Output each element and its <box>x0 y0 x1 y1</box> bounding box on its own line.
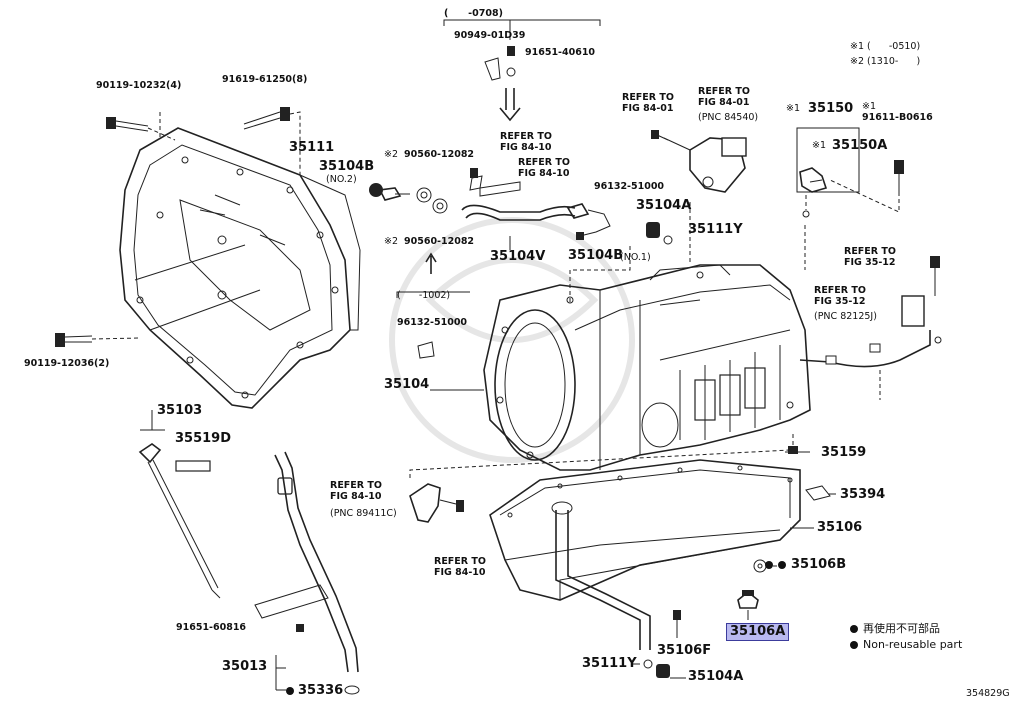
label-35104b-no1: 35104B <box>568 248 624 263</box>
non-reusable-dot <box>778 560 786 569</box>
refer-84-10-c: REFER TO FIG 84-10 <box>330 480 382 502</box>
label-35106: 35106 <box>817 520 863 535</box>
diagram-id: 354829G <box>966 688 1010 699</box>
leader-lines <box>409 200 881 679</box>
bolt-90119-12036 <box>55 333 141 347</box>
bracket-0708 <box>443 19 601 122</box>
no2: (NO.2) <box>326 174 357 185</box>
label-90560-12082-a: 90560-12082 <box>404 149 475 160</box>
mark-35150a: ※1 <box>812 140 827 151</box>
label-35519d: 35519D <box>175 431 232 446</box>
non-reusable-dot-35106b <box>765 561 773 569</box>
range-0708: ( -0708) <box>444 8 503 19</box>
label-35104b-no2: 35104B <box>319 159 375 174</box>
label-90949-01d39: 90949-01D39 <box>454 30 526 41</box>
drain-plug-35106a <box>737 590 759 620</box>
bolt-91619-61250 <box>159 107 301 175</box>
speed-sensor-35150 <box>796 127 904 218</box>
wire-harness-82125j <box>799 256 942 368</box>
fittings-90560 <box>369 183 448 274</box>
label-35104v: 35104V <box>490 249 546 264</box>
legend-row-jp: 再使用不可部品 <box>850 620 940 636</box>
pnc-84540: (PNC 84540) <box>698 112 759 123</box>
label-35106a-highlighted[interactable]: 35106A <box>726 623 790 641</box>
plug-35159 <box>788 434 798 454</box>
legend-jp: 再使用不可部品 <box>863 622 940 635</box>
label-35150a: 35150A <box>832 138 888 153</box>
gasket-35394 <box>805 485 831 501</box>
label-35104a-top: 35104A <box>636 198 692 213</box>
refer-84-10-b: REFER TO FIG 84-10 <box>518 157 570 179</box>
pnc-82125j: (PNC 82125J) <box>814 311 877 322</box>
label-35111y-bottom: 35111Y <box>582 656 637 671</box>
refer-35-12-a: REFER TO FIG 35-12 <box>844 246 896 268</box>
label-35104a-bottom: 35104A <box>688 669 744 684</box>
mark-90560-b: ※2 <box>384 236 399 247</box>
label-96132-51000-a: 96132-51000 <box>594 181 665 192</box>
non-reusable-dot-35336 <box>286 687 294 695</box>
label-91611-b0616: 91611-B0616 <box>862 112 933 123</box>
label-35013: 35013 <box>222 659 268 674</box>
label-35336: 35336 <box>298 683 344 698</box>
label-91619-61250: 91619-61250(8) <box>222 74 308 85</box>
mark-90560-a: ※2 <box>384 149 399 160</box>
label-35394: 35394 <box>840 487 886 502</box>
note-2: ※2 (1310- ) <box>850 56 921 67</box>
transmission-case-35104 <box>483 264 811 471</box>
bolt-35106f <box>673 610 681 638</box>
mark-35150: ※1 <box>786 103 801 114</box>
filler-tube-35013 <box>254 451 360 695</box>
plug-35104a-bottom <box>643 659 670 678</box>
label-35106f: 35106F <box>657 643 712 658</box>
label-35106b: 35106B <box>778 558 846 572</box>
mark-91611: ※1 <box>862 101 877 112</box>
label-35103: 35103 <box>157 403 203 418</box>
label-35150: 35150 <box>808 101 854 116</box>
refer-84-01-a: REFER TO FIG 84-01 <box>622 92 674 114</box>
dipstick-35103 <box>138 410 221 599</box>
legend-row-en: Non-reusable part <box>850 638 962 651</box>
legend-en: Non-reusable part <box>863 638 963 651</box>
no1: (NO.1) <box>620 252 651 263</box>
label-35111: 35111 <box>289 140 335 155</box>
label-91651-40610: 91651-40610 <box>525 47 596 58</box>
legend-dot-icon <box>850 641 858 649</box>
oil-pan-35106 <box>489 459 801 650</box>
note-1: ※1 ( -0510) <box>850 41 921 52</box>
refer-35-12-b: REFER TO FIG 35-12 <box>814 285 866 307</box>
range-1002: ( -1002) <box>397 290 451 301</box>
refer-84-10-a: REFER TO FIG 84-10 <box>500 131 552 153</box>
label-90119-12036: 90119-12036(2) <box>24 358 110 369</box>
refer-84-01-b: REFER TO FIG 84-01 <box>698 86 750 108</box>
label-91651-60816: 91651-60816 <box>176 622 247 633</box>
sensor-refer-84-01 <box>651 130 747 193</box>
pnc-89411c: (PNC 89411C) <box>330 508 397 519</box>
label-96132-51000-b: 96132-51000 <box>397 317 468 328</box>
label-35159: 35159 <box>821 445 867 460</box>
hose-96132 <box>396 203 611 359</box>
label-90560-12082-b: 90560-12082 <box>404 236 475 247</box>
pipe-35104v <box>461 168 576 250</box>
label-90119-10232: 90119-10232(4) <box>96 80 182 91</box>
bell-housing-35111 <box>119 127 361 409</box>
plug-35104a-top <box>646 222 673 245</box>
refer-84-10-d: REFER TO FIG 84-10 <box>434 556 486 578</box>
label-35111y-top: 35111Y <box>688 222 743 237</box>
label-35104: 35104 <box>384 377 430 392</box>
bolt-90119-10232 <box>106 117 176 141</box>
solenoid-89411c <box>409 483 464 523</box>
legend-dot-icon <box>850 625 858 633</box>
